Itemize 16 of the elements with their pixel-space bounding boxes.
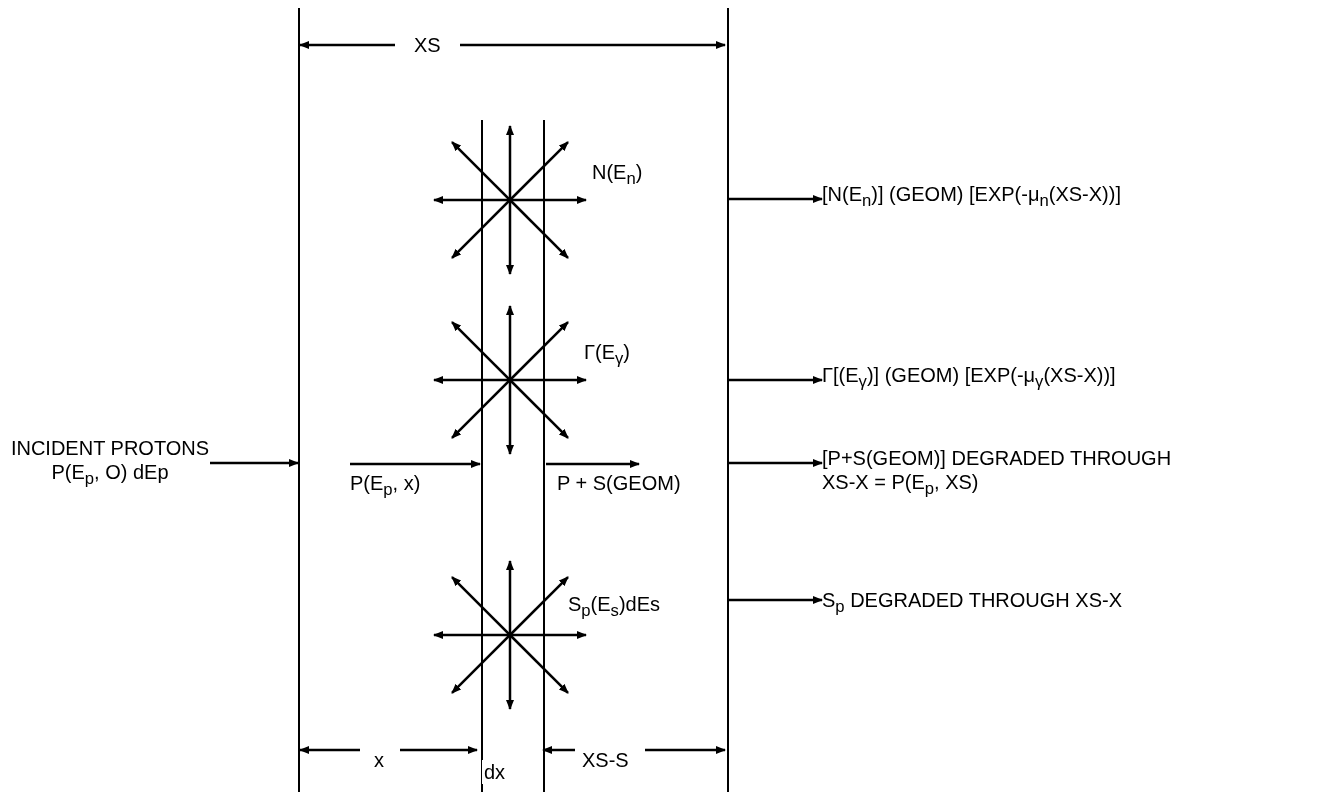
formula-label: Γ[(E$_{γ}$)] (GEOM) [EXP(-μ$_{γ}$(XS-X))] — [822, 363, 1117, 393]
formula-label: P(E$_{p}$, x) — [350, 471, 422, 501]
input-label: INCIDENT PROTONS — [10, 436, 210, 460]
arrow — [546, 460, 640, 468]
formula-label: [N(E$_{n}$)] (GEOM) [EXP(-μ$_{n}$(XS-X))] — [822, 182, 1122, 212]
arrow — [729, 195, 823, 203]
arrow — [210, 459, 299, 467]
arrow — [350, 460, 481, 468]
arrow — [729, 459, 823, 467]
formula-label: S$_{p}$ DEGRADED THROUGH XS-X — [822, 588, 1124, 618]
arrow — [729, 376, 823, 384]
dimension-label: dx — [482, 760, 508, 784]
formula-label: [P+S(GEOM)] DEGRADED THROUGH XS-X = P(E$_{p}$, XS) — [822, 446, 1173, 500]
layer-strip — [481, 120, 545, 792]
input-formula: P(E$_{p}$, O) dEp — [50, 460, 170, 490]
arrow — [729, 596, 823, 604]
